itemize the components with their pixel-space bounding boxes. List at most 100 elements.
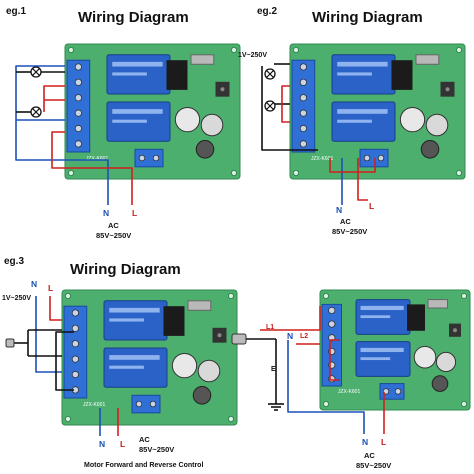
- p2-mount-hole-3: [455, 169, 463, 177]
- p2-output-screw-0: [299, 63, 307, 71]
- panel3-ac-label: AC: [139, 435, 150, 444]
- panel1-l-label: L: [132, 208, 138, 218]
- p3-mount-hole-1: [227, 292, 235, 300]
- p2-model-text: JZX-K601: [311, 156, 333, 162]
- panel3-caption: Motor Forward and Reverse Control: [84, 462, 204, 469]
- p3-receiver-module: [163, 306, 185, 336]
- p4-l1-wire: [260, 306, 321, 331]
- p4-output-terminal-block: [321, 303, 342, 387]
- p2-lamp-2-cross-b: [266, 102, 274, 110]
- panel2-n-label: N: [336, 205, 343, 215]
- panel1-title: Wiring Diagram: [78, 9, 189, 26]
- p4-relay-0-text-strip: [360, 315, 391, 319]
- p1-output-screw-2: [74, 94, 82, 102]
- panel4-e-label: E: [271, 366, 276, 373]
- panel4-motor-n-label: N: [287, 331, 294, 341]
- p3-mount-hole-0: [64, 292, 72, 300]
- p2-output-screw-4: [299, 124, 307, 133]
- p1-capacitor-b: [200, 113, 224, 137]
- p4-power-screw-1: [394, 388, 402, 395]
- p3-mount-hole-3: [227, 415, 235, 423]
- p2-output-screw-1: [299, 78, 307, 86]
- p3-power-screw-1: [149, 400, 157, 408]
- p4-inductor: [431, 375, 449, 392]
- p3-reverse-loop: [55, 331, 74, 391]
- panel4-l-label: L: [381, 437, 387, 447]
- panel2-ac-voltage: 85V~250V: [332, 227, 368, 236]
- panel1-n-label: N: [103, 208, 110, 218]
- p1-relay-0-label-strip: [112, 61, 163, 67]
- p2-capacitor-b: [425, 113, 449, 137]
- p3-output-terminal-block: [63, 305, 88, 399]
- p2-power-terminal: [359, 148, 389, 168]
- p4-antenna: [427, 299, 448, 309]
- panel3-ac-voltage: 85V~250V: [139, 445, 175, 454]
- p2-supply-neutral: [261, 66, 318, 151]
- panel3-eg-label: eg.3: [4, 256, 25, 267]
- p4-model-text: JZX-K601: [338, 389, 360, 395]
- p2-power-screw-1: [377, 154, 385, 162]
- panel3-supply-n-label: N: [31, 279, 38, 289]
- panel2-ac-label: AC: [340, 217, 351, 226]
- p1-output-screw-5: [74, 140, 82, 148]
- p1-receiver-module: [166, 60, 188, 90]
- p1-output-terminal-block: [66, 59, 91, 153]
- p3-antenna: [187, 300, 212, 311]
- p2-relay-0-label-strip: [337, 61, 388, 67]
- p3-relay-0-label-strip: [109, 307, 160, 313]
- p2-relay-1-label-strip: [337, 109, 388, 114]
- panel3-l-label: L: [120, 439, 126, 449]
- p3-output-screw-0: [71, 309, 79, 317]
- panel3-title: Wiring Diagram: [70, 261, 181, 278]
- panel2-eg-label: eg.2: [257, 6, 278, 17]
- p2-learn-button-cap: [445, 87, 450, 92]
- p3-capacitor-b: [197, 359, 221, 383]
- panel1-eg-label: eg.1: [6, 6, 27, 17]
- p1-relay-1-text-strip: [112, 119, 147, 123]
- p3-output-screw-2: [71, 340, 79, 348]
- p2-power-screw-0: [363, 154, 371, 162]
- p3-relay-1-label-strip: [109, 355, 160, 360]
- p3-motor-icon: [5, 338, 15, 348]
- p4-receiver-module: [407, 304, 425, 331]
- panel4-l1-label: L1: [266, 324, 275, 331]
- p3-model-text: JZX-K601: [83, 402, 105, 408]
- p4-output-screw-0: [328, 306, 336, 314]
- panel2-supply-voltage: 1V~250V: [238, 52, 267, 59]
- p4-mount-hole-2: [322, 400, 330, 408]
- p1-mount-hole-0: [67, 46, 75, 54]
- panel2-title: Wiring Diagram: [312, 9, 423, 26]
- p1-lamp-2-cross-b: [32, 108, 40, 116]
- p1-live-wire: [51, 131, 133, 205]
- p2-output-screw-2: [299, 94, 307, 102]
- p1-power-screw-1: [152, 154, 160, 162]
- p1-power-screw-0: [138, 154, 146, 162]
- p4-mount-hole-1: [460, 292, 468, 300]
- p3-output-screw-1: [71, 324, 79, 332]
- p2-lamp-1-cross-b: [266, 70, 274, 78]
- panel3-supply-voltage: 1V~250V: [2, 295, 31, 302]
- p3-inductor: [192, 386, 212, 405]
- panel4-l2-label: L2: [300, 333, 309, 340]
- p4-mount-hole-0: [322, 292, 330, 300]
- p2-output-screw-3: [299, 109, 307, 117]
- panel2-l-label: L: [369, 201, 375, 211]
- p4-motor-icon: [231, 333, 247, 345]
- p2-mount-hole-2: [292, 169, 300, 177]
- panel3-n-label: N: [99, 439, 106, 449]
- p4-learn-button-cap: [453, 328, 457, 333]
- p3-power-screw-0: [135, 400, 143, 408]
- p3-mount-hole-2: [64, 415, 72, 423]
- p1-mount-hole-1: [230, 46, 238, 54]
- panel1-ac-label: AC: [108, 221, 119, 230]
- p1-mount-hole-3: [230, 169, 238, 177]
- p1-lamp2-feed: [43, 85, 65, 112]
- p4-relay-0-label-strip: [360, 305, 404, 311]
- p4-power-terminal: [379, 383, 405, 400]
- p2-mount-hole-1: [455, 46, 463, 54]
- p2-common-bridge: [281, 85, 290, 123]
- p1-neutral-wire: [15, 65, 109, 205]
- panel4-ac-voltage: 85V~250V: [356, 461, 392, 470]
